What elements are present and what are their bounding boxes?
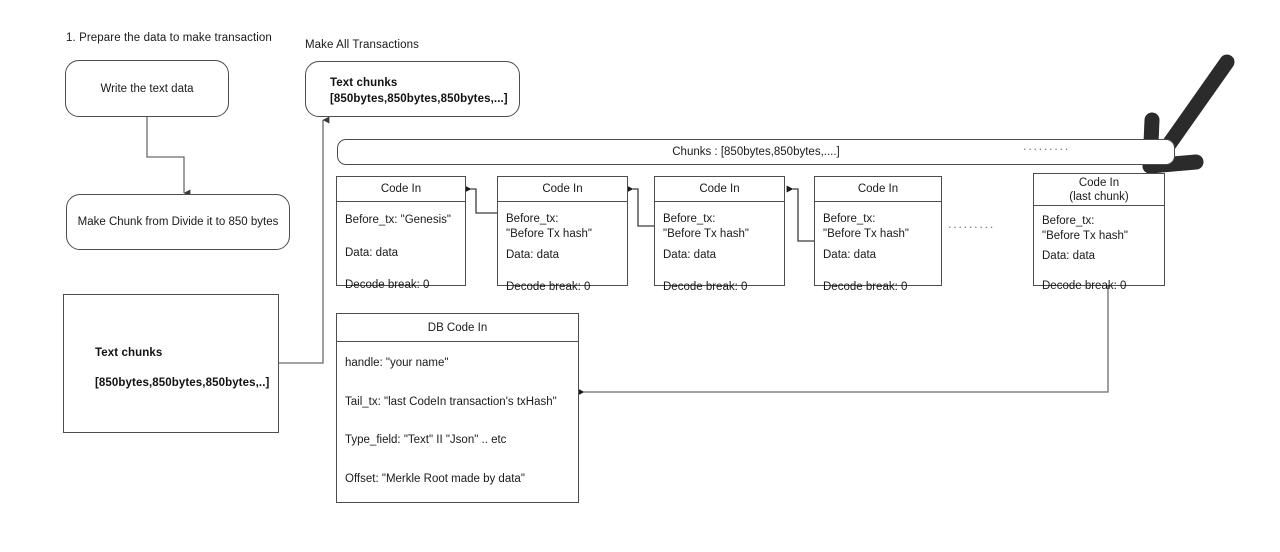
connector-chain-2-to-1	[464, 185, 497, 214]
node-text-chunks-left-title: Text chunks	[95, 347, 163, 359]
card-code-in-4-row-1: Data: data	[823, 249, 877, 261]
card-code-in-3-row-1: Data: data	[663, 249, 717, 261]
node-make-chunk-label: Make Chunk from Divide it to 850 bytes	[77, 216, 279, 228]
node-text-chunks-left[interactable]: Text chunks [850bytes,850bytes,850bytes,…	[63, 294, 279, 433]
card-code-in-3-header-title: Code In	[699, 183, 740, 195]
card-code-in-3-header: Code In	[655, 177, 784, 202]
card-code-in-4-header-title: Code In	[857, 183, 899, 195]
card-code-in-2-header: Code In	[498, 177, 627, 202]
card-db-code-in[interactable]: DB Code In handle: "your name" Tail_tx: …	[336, 313, 579, 503]
card-code-in-last-header-title: Code In	[1078, 176, 1120, 189]
card-code-in-3-row-0: Before_tx: "Before Tx hash"	[663, 213, 749, 240]
card-db-code-in-body: handle: "your name" Tail_tx: "last CodeI…	[337, 342, 578, 504]
card-code-in-last-row-2: Decode break: 0	[1042, 279, 1127, 292]
card-code-in-1-row-0: Before_tx: "Genesis"	[345, 214, 451, 226]
card-db-code-in-row-0: handle: "your name"	[345, 357, 449, 369]
card-code-in-1-header-title: Code In	[380, 183, 422, 195]
card-db-code-in-row-2: Type_field: "Text" II "Json" .. etc	[345, 434, 507, 446]
node-text-chunks-right[interactable]: Text chunks [850bytes,850bytes,850bytes,…	[305, 61, 520, 117]
card-db-code-in-row-1: Tail_tx: "last CodeIn transaction's txHa…	[345, 395, 557, 408]
card-code-in-2-header-title: Code In	[542, 183, 583, 195]
card-code-in-4[interactable]: Code In Before_tx: "Before Tx hash" Data…	[814, 176, 942, 293]
card-code-in-2-body: Before_tx: "Before Tx hash" Data: data D…	[498, 202, 627, 293]
chunks-bar-ellipsis: .........	[1023, 138, 1070, 153]
card-code-in-2-row-2: Decode break: 0	[506, 280, 591, 293]
card-code-in-4-row-2: Decode break: 0	[823, 280, 908, 293]
card-code-in-3-row-2: Decode break: 0	[663, 280, 748, 293]
card-code-in-1-body: Before_tx: "Genesis" Data: data Decode b…	[337, 202, 465, 291]
card-code-in-2[interactable]: Code In Before_tx: "Before Tx hash" Data…	[497, 176, 628, 293]
card-code-in-last-header: Code In (last chunk)	[1034, 174, 1164, 206]
card-code-in-1-row-1: Data: data	[345, 246, 399, 259]
connector-lastchunk-to-db	[577, 286, 1109, 396]
connector-write-to-chunk	[146, 117, 191, 197]
card-code-in-1[interactable]: Code In Before_tx: "Genesis" Data: data …	[336, 176, 466, 291]
chunks-bar[interactable]: Chunks : [850bytes,850bytes,....]	[337, 139, 1175, 165]
connector-chain-3-to-2	[626, 185, 654, 227]
card-code-in-1-header: Code In	[337, 177, 465, 202]
card-db-code-in-row-3: Offset: "Merkle Root made by data"	[345, 472, 525, 485]
card-code-in-last-body: Before_tx: "Before Tx hash" Data: data D…	[1034, 206, 1164, 292]
node-write-text-data[interactable]: Write the text data	[65, 60, 229, 117]
card-code-in-3[interactable]: Code In Before_tx: "Before Tx hash" Data…	[654, 176, 785, 293]
chunks-bar-label: Chunks : [850bytes,850bytes,....]	[672, 146, 840, 158]
chain-ellipsis: .........	[948, 216, 995, 231]
section-title-left: 1. Prepare the data to make transaction	[66, 32, 272, 44]
connector-chain-4-to-3	[786, 185, 814, 242]
node-write-text-data-label: Write the text data	[100, 82, 194, 95]
node-text-chunks-right-value: [850bytes,850bytes,850bytes,...]	[330, 93, 508, 105]
node-make-chunk[interactable]: Make Chunk from Divide it to 850 bytes	[66, 194, 290, 250]
card-code-in-last-row-1: Data: data	[1042, 250, 1096, 262]
card-code-in-1-row-2: Decode break: 0	[345, 279, 430, 291]
card-code-in-last-row-0: Before_tx: "Before Tx hash"	[1042, 215, 1128, 242]
card-code-in-4-header: Code In	[815, 177, 941, 202]
card-code-in-4-row-0: Before_tx: "Before Tx hash"	[823, 213, 909, 240]
node-text-chunks-left-value: [850bytes,850bytes,850bytes,..]	[95, 377, 270, 389]
section-title-right: Make All Transactions	[305, 39, 419, 51]
card-code-in-last[interactable]: Code In (last chunk) Before_tx: "Before …	[1033, 173, 1165, 292]
card-db-code-in-header: DB Code In	[337, 314, 578, 342]
card-code-in-2-row-1: Data: data	[506, 249, 560, 261]
card-code-in-3-body: Before_tx: "Before Tx hash" Data: data D…	[655, 202, 784, 293]
card-code-in-4-body: Before_tx: "Before Tx hash" Data: data D…	[815, 202, 941, 293]
card-db-code-in-header-title: DB Code In	[427, 321, 488, 334]
card-code-in-last-header-subtitle: (last chunk)	[1069, 190, 1129, 203]
card-code-in-2-row-0: Before_tx: "Before Tx hash"	[506, 213, 592, 240]
node-text-chunks-right-title: Text chunks	[330, 77, 398, 89]
